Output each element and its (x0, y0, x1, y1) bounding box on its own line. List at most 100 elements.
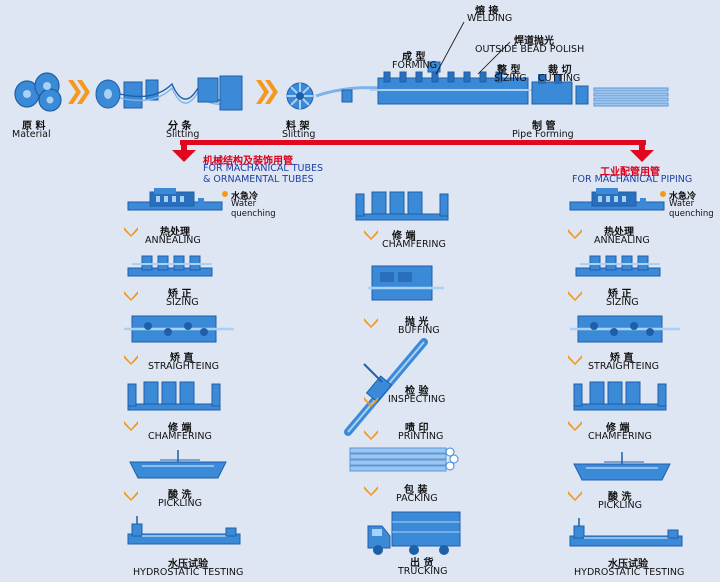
water-dot-icon (660, 191, 666, 197)
pickling-tank-icon (573, 452, 671, 481)
chevron-down-icon (124, 421, 138, 431)
sizing-top-zh: 整 型 (497, 65, 521, 76)
right-step3-en: STRAIGHTEING (588, 361, 659, 372)
left-step4-en: CHAMFERING (148, 431, 212, 442)
sizing-machine-icon (127, 255, 213, 277)
right-step6-zh: 水压试验 (608, 559, 648, 570)
slitting2-zh: 料 架 (286, 121, 310, 132)
welding-en: WELDING (467, 13, 513, 24)
annealing-furnace-icon (569, 188, 665, 211)
slitting1-en: Slitting (166, 129, 200, 140)
pickling-tank-icon (129, 450, 227, 479)
right-step2-en: SIZING (606, 297, 639, 308)
right-step2-zh: 矫 正 (608, 289, 632, 300)
hydrostatic-tester-icon (569, 518, 683, 547)
chevron-down-icon (364, 430, 378, 440)
cutting-zh: 裁 切 (548, 65, 572, 76)
right-step1-en: ANNEALING (594, 235, 650, 246)
coil-material-icon (14, 72, 62, 112)
uncoiler-icon (286, 82, 314, 110)
left-step4-zh: 修 端 (168, 423, 192, 434)
pipe-bundle-icon (349, 447, 459, 472)
left-step6-zh: 水压试验 (168, 559, 208, 570)
mid-step3-zh: 检 验 (405, 386, 429, 397)
mid-step1-zh: 修 端 (392, 231, 416, 242)
double-chevron-icon (256, 80, 278, 104)
left-branch-en2: & ORNAMENTAL TUBES (203, 174, 314, 185)
water-en2-right: quenching (669, 209, 714, 219)
mid-step3-en: INSPECTING (388, 394, 446, 405)
left-step1-zh: 热处理 (160, 227, 190, 238)
chevron-down-icon (124, 291, 138, 301)
right-step5-zh: 酸 洗 (608, 492, 632, 503)
cutting-en: CUTTING (538, 73, 581, 84)
steel-strip (315, 86, 381, 103)
straightening-machine-icon (124, 315, 234, 343)
mid-step2-en: BUFFING (398, 325, 440, 336)
left-branch-en1: FOR MACHANICAL TUBES (203, 163, 324, 174)
left-step6-en: HYDROSTATIC TESTING (133, 567, 244, 578)
left-step2-zh: 矫 正 (168, 289, 192, 300)
chevron-down-icon (124, 355, 138, 365)
right-step3-zh: 矫 直 (610, 353, 634, 364)
chevron-down-icon (568, 421, 582, 431)
water-zh-right: 水急冷 (669, 192, 697, 202)
left-step3-zh: 矫 直 (170, 353, 194, 364)
right-step1-zh: 热处理 (604, 227, 634, 238)
mid-step1-en: CHAMFERING (382, 239, 446, 250)
material-zh: 原 料 (22, 121, 46, 132)
material-en: Material (12, 129, 51, 140)
right-step4-en: CHAMFERING (588, 431, 652, 442)
chamfering-machine-icon (355, 191, 449, 221)
left-step5-en: PICKLING (158, 498, 202, 509)
left-step5-zh: 酸 洗 (168, 490, 192, 501)
chevron-down-icon (364, 486, 378, 496)
mid-step4-en: PRINTING (398, 431, 444, 442)
left-step2-en: SIZING (166, 297, 199, 308)
forming-en: FORMING (392, 60, 438, 71)
mid-step2-zh: 抛 光 (405, 317, 429, 328)
pipe-mill-icon (370, 61, 669, 107)
pipe-forming-zh: 制 管 (532, 121, 556, 132)
pipe-forming-en: Pipe Forming (512, 129, 574, 140)
left-step3-en: STRAIGHTEING (148, 361, 219, 372)
chevron-down-icon (568, 291, 582, 301)
caliper-icon (344, 338, 428, 436)
chamfering-machine-icon (573, 381, 667, 411)
chevron-down-icon (364, 230, 378, 240)
annealing-furnace-icon (127, 188, 223, 211)
chevron-down-icon (568, 229, 582, 239)
mid-step6-en: TRUCKING (398, 566, 448, 577)
buffing-machine-icon (368, 265, 444, 301)
slitting2-en: Slitting (282, 129, 316, 140)
slitting-machine-icon (95, 75, 243, 111)
sizing-machine-icon (575, 255, 661, 277)
mid-step6-zh: 出 货 (410, 558, 434, 569)
chevron-down-icon (124, 227, 138, 237)
water-dot-icon (222, 191, 228, 197)
left-branch-zh: 机械结构及装饰用管 (203, 156, 293, 167)
right-branch-en: FOR MACHANICAL PIPING (572, 174, 693, 185)
chevron-down-icon (364, 318, 378, 328)
slitting1-zh: 分 条 (168, 121, 192, 132)
hydrostatic-tester-icon (127, 516, 241, 545)
mid-step5-en: PACKING (396, 493, 438, 504)
callout-lines (435, 21, 511, 75)
right-step4-zh: 修 端 (606, 423, 630, 434)
truck-icon (367, 511, 461, 555)
bead-zh: 焊道抛光 (514, 36, 554, 47)
welding-zh: 熔 接 (475, 6, 499, 17)
mid-step4-zh: 喷 印 (405, 423, 429, 434)
water-zh-left: 水急冷 (231, 192, 259, 202)
straightening-machine-icon (570, 315, 680, 343)
water-en1-right: Water (669, 199, 695, 209)
water-en1-left: Water (231, 199, 257, 209)
chevron-down-icon (124, 491, 138, 501)
water-en2-left: quenching (231, 209, 276, 219)
branch-arrow (172, 140, 654, 162)
mid-step5-zh: 包 装 (404, 485, 428, 496)
chevron-down-icon (364, 397, 378, 407)
left-step1-en: ANNEALING (145, 235, 201, 246)
right-step6-en: HYDROSTATIC TESTING (574, 567, 685, 578)
